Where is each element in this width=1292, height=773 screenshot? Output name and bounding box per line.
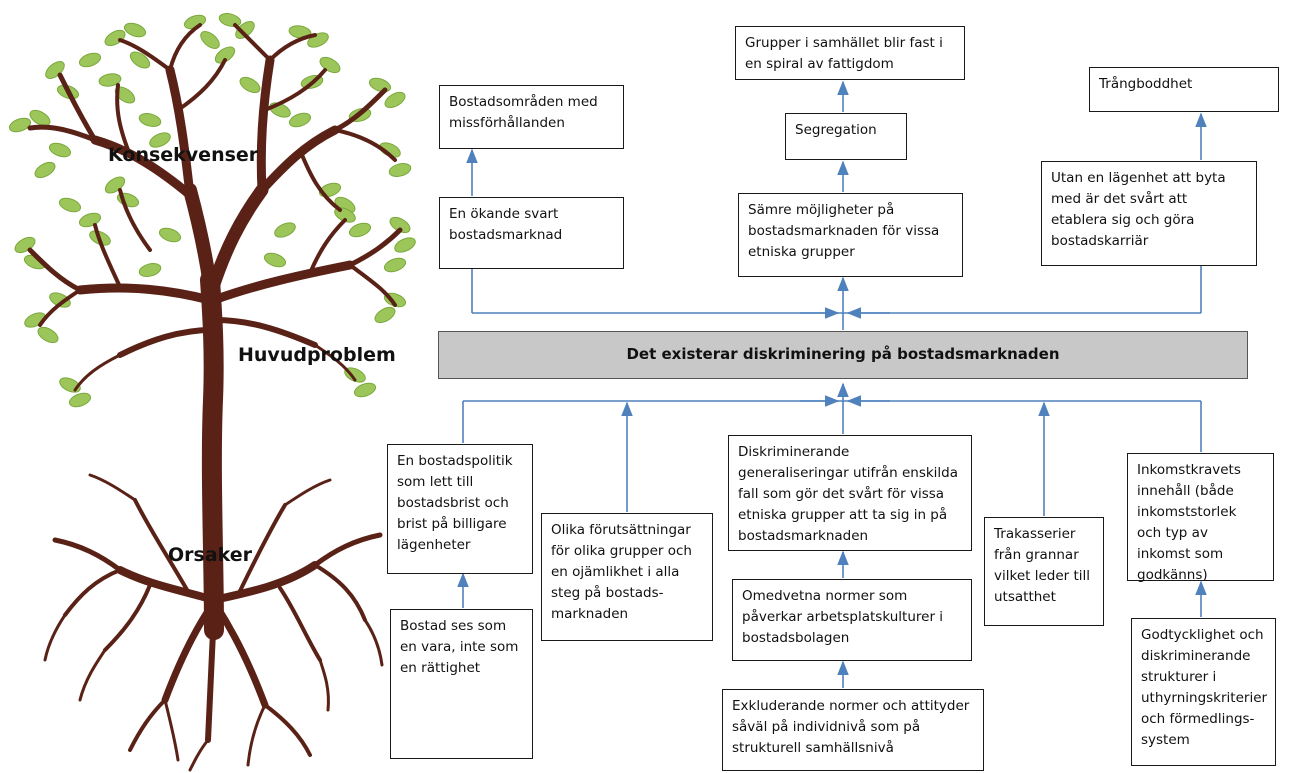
leaf-shape [348,222,372,238]
label-consequences: Konsekvenser [108,144,259,166]
box-unconscious-norms: Omedvetna normer som påverkar arbetsplat… [732,579,972,661]
box-black-market: En ökande svart bostadsmarknad [439,197,624,269]
leaf-shape [58,197,82,213]
box-excluding-norms: Exkluderande normer och attityder såväl … [722,689,984,771]
box-no-swap-apartment: Utan en lägenhet att byta med är det svå… [1041,161,1257,266]
leaf-shape [374,306,396,324]
leaf-shape [37,326,59,344]
box-income-requirement: Inkomstkravets innehåll (både inkomststo… [1127,453,1274,583]
leaf-shape [384,91,406,109]
box-poverty-spiral: Grupper i samhället blir fast i en spira… [735,26,965,80]
main-problem-box: Det existerar diskriminering på bostadsm… [438,331,1248,379]
leaf-shape [288,112,312,128]
box-discriminatory-generalisations: Diskriminerande generaliseringar utifrån… [728,435,972,551]
box-arbitrary-criteria: Godtycklighet och diskriminerande strukt… [1131,618,1276,766]
leaf-shape [68,392,92,408]
box-harassment: Trakasserier från grannar vilket leder t… [984,517,1104,626]
leaf-shape [138,263,162,277]
leaf-shape [274,222,296,238]
leaf-shape [158,227,182,243]
leaf-shape [388,163,412,177]
leaf-shape [214,46,236,64]
leaf-shape [98,73,122,87]
leaf-shape [149,132,171,148]
leaf-shape [383,257,407,273]
box-problem-areas: Bostadsområden med missförhållanden [439,85,624,149]
box-housing-commodity: Bostad ses som en vara, inte som en rätt… [390,609,533,759]
leaf-shape [8,117,32,133]
leaf-shape [200,31,220,49]
label-causes: Orsaker [168,544,253,566]
box-worse-opportunities: Sämre möjligheter på bostadsmarknaden fö… [738,193,963,277]
leaf-shape [353,382,377,398]
leaf-shape [263,252,287,268]
tree-illustration [8,13,416,772]
leaf-shape [235,21,255,39]
leaf-shape [138,113,162,127]
box-overcrowding: Trångboddhet [1089,67,1279,112]
box-housing-policy: En bostadspolitik som lett till bostadsb… [387,444,533,574]
label-main-problem: Huvudproblem [238,344,396,366]
leaf-shape [129,51,151,69]
leaf-shape [239,76,261,94]
tree-leaves [8,13,416,408]
box-unequal-conditions: Olika förutsättningar för olika grupper … [541,513,713,641]
box-segregation: Segregation [785,113,907,160]
tree-branches [27,23,403,772]
leaf-shape [123,22,147,38]
leaf-shape [78,52,102,68]
leaf-shape [34,161,56,179]
leaf-shape [48,142,72,158]
leaf-shape [29,109,51,127]
leaf-shape [394,237,416,253]
